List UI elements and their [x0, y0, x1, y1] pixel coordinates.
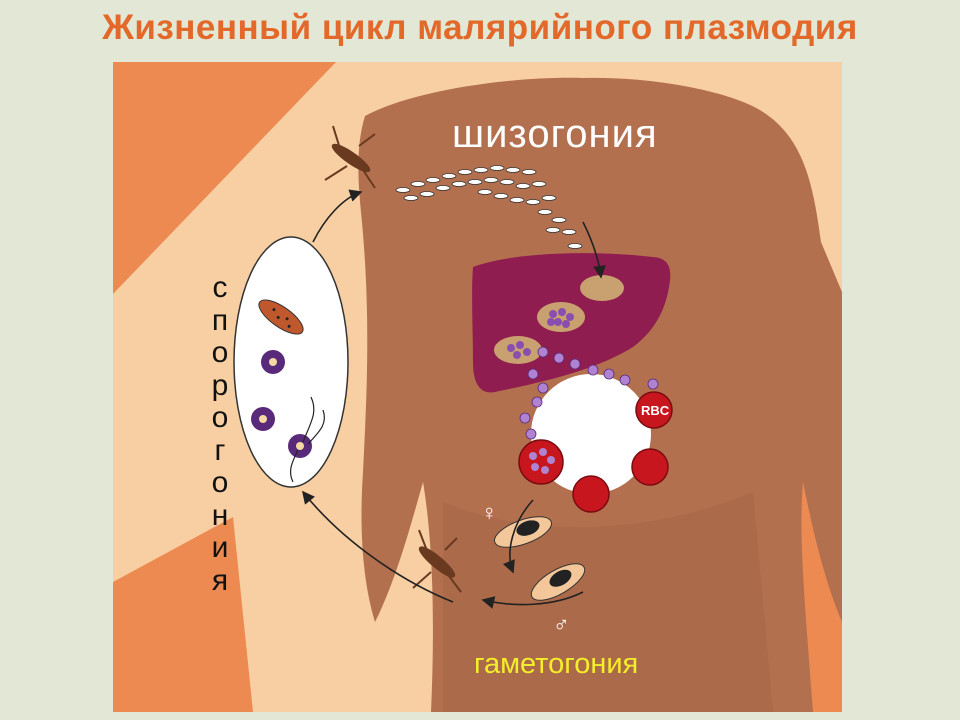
arrow-gametocytes-out [481, 591, 584, 609]
liver-cell-3 [494, 336, 542, 364]
arrow-blood-to-gametocytes [502, 499, 534, 574]
liver-cell-1 [580, 275, 624, 301]
sporogony-letter: я [211, 563, 229, 597]
ookinete [258, 299, 304, 335]
sporogony-letter: о [211, 401, 229, 434]
life-cycle-diagram: RBC ♀ ♂ [113, 62, 842, 712]
mosquito-top-icon [324, 125, 376, 189]
sporogony-letter: и [211, 531, 229, 564]
rbc-top-right [635, 391, 673, 429]
schizogony-label: шизогония [452, 112, 658, 156]
sporogony-letter: п [211, 303, 229, 337]
gametogony-label: гаметогония [474, 648, 639, 680]
arrow-sporogony-to-schizogony [312, 189, 363, 243]
arrow-gametogony-to-sporogony [302, 490, 454, 603]
male-gametocyte [530, 563, 586, 601]
sporozoites [395, 165, 583, 249]
free-merozoites [519, 346, 659, 440]
diagram-canvas: RBC ♀ ♂ [113, 62, 842, 712]
mosquito-bottom-icon [412, 529, 462, 593]
body-shading [443, 492, 773, 712]
bg-orange-band-left [113, 517, 253, 712]
sporogony-letter: с [212, 271, 228, 304]
male-symbol: ♂ [553, 612, 570, 637]
sporogony-letter: о [211, 466, 229, 499]
page-title: Жизненный цикл малярийного плазмодия [102, 8, 858, 47]
rbc-label: RBC [641, 403, 670, 418]
rbc-left [518, 439, 564, 485]
sporogony-letter: р [211, 368, 229, 402]
female-symbol: ♀ [481, 500, 498, 525]
sporogony-letter: о [211, 336, 229, 369]
arrow-to-liver [582, 221, 606, 279]
rbc-right [631, 448, 669, 486]
merozoites-in-liver [507, 308, 574, 359]
rbc-bottom [572, 475, 610, 513]
bg-orange-band-top [113, 62, 336, 294]
sporozoite-strands [289, 396, 325, 483]
sporogony-letter: н [211, 498, 229, 532]
schizont-in-rbc [529, 448, 555, 474]
sporogony-letter: г [214, 433, 226, 467]
liver-cell-2 [537, 302, 585, 332]
